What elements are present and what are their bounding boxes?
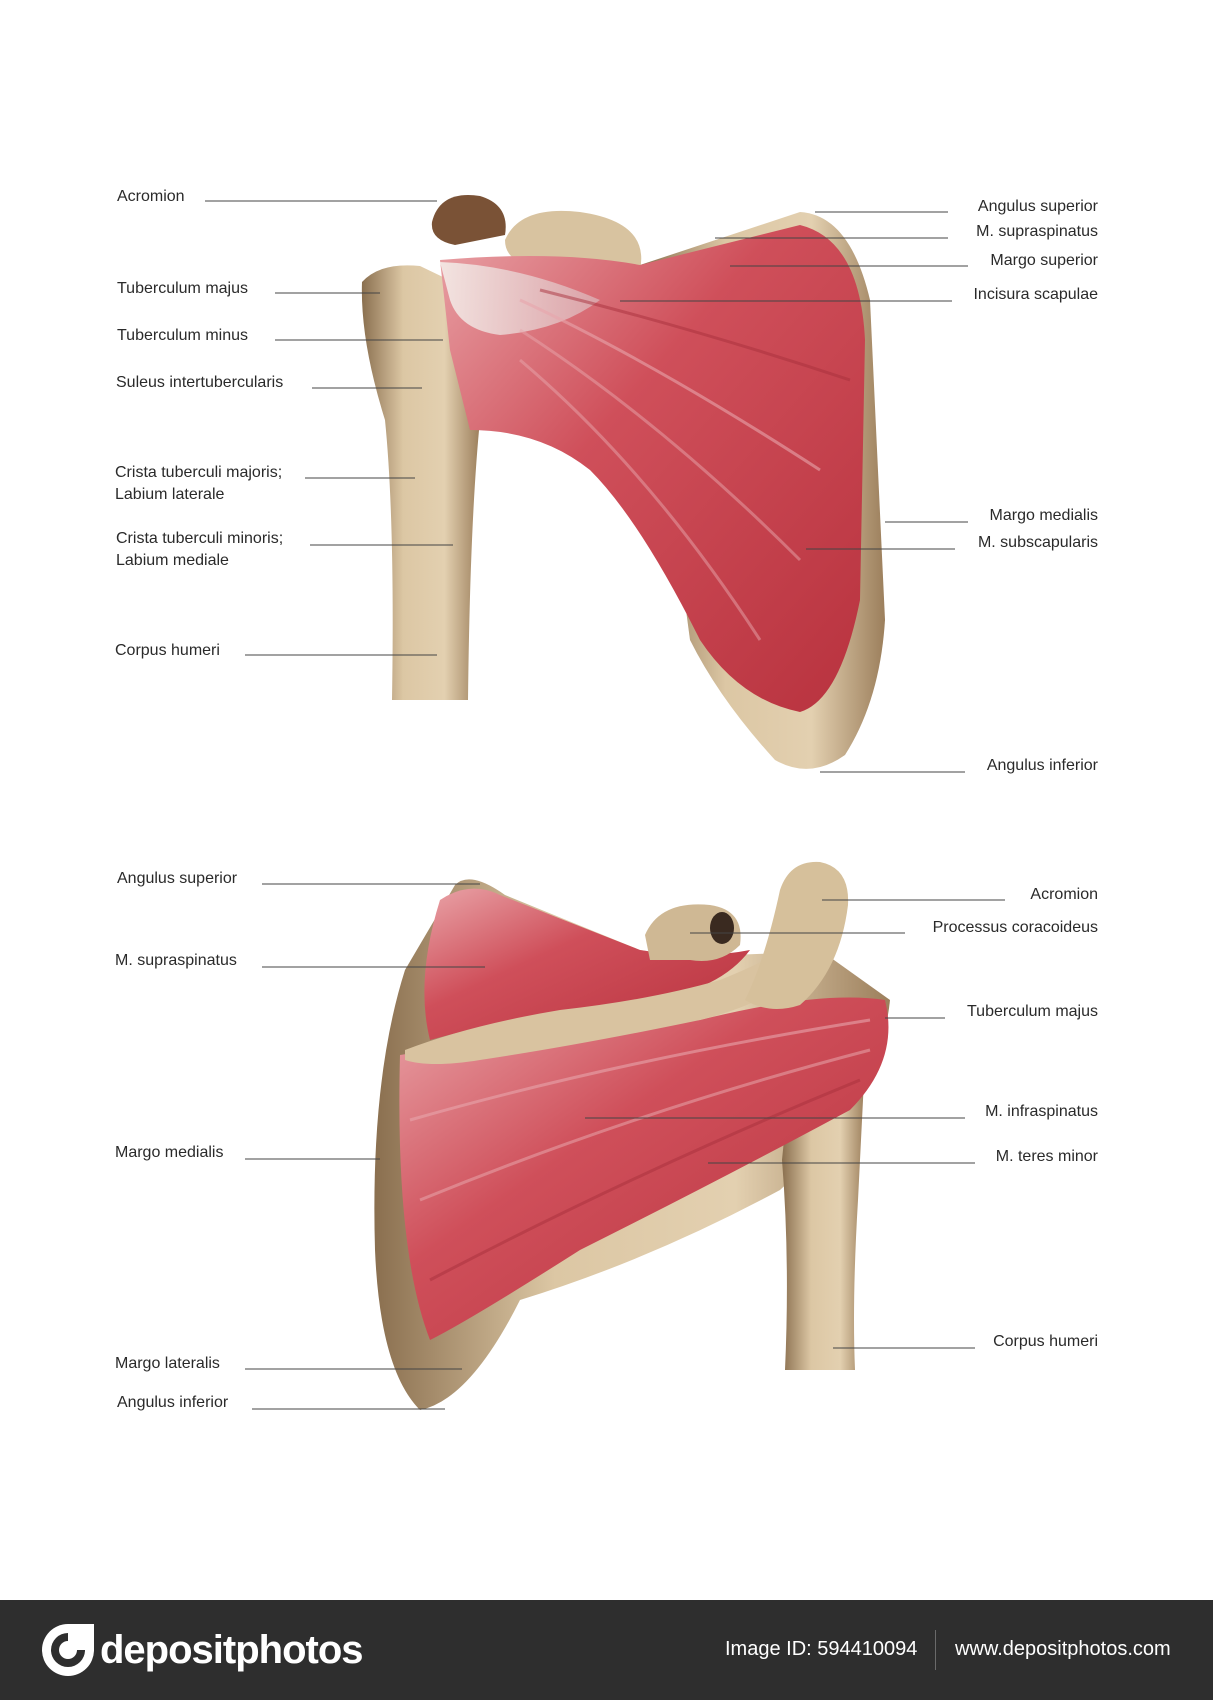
label-margo-lateralis: Margo lateralis [115, 1355, 220, 1372]
label-m-teres-minor: M. teres minor [995, 1148, 1098, 1165]
depositphotos-logo-icon [42, 1624, 94, 1676]
label-corpus-humeri-bottom: Corpus humeri [993, 1333, 1098, 1350]
scapular-spine [405, 940, 812, 1064]
label-m-supraspinatus-top: M. supraspinatus [976, 223, 1098, 240]
label-angulus-inferior-top: Angulus inferior [986, 757, 1098, 774]
label-tuberculum-majus-top: Tuberculum majus [117, 280, 249, 297]
label-margo-medialis-top: Margo medialis [989, 507, 1098, 524]
leader-lines [205, 200, 1005, 1410]
humerus-anterior [361, 265, 480, 700]
acromion-posterior [745, 861, 849, 1009]
label-tuberculum-minus: Tuberculum minus [117, 327, 249, 344]
diagram-canvas: Acromion Tuberculum majus Tuberculum min… [115, 188, 1098, 1411]
footer-bar: depositphotos Image ID: 594410094 www.de… [0, 1600, 1213, 1700]
label-crista-tuberculi-minoris: Crista tuberculi minoris; Labium mediale [116, 530, 284, 569]
label-acromion-top: Acromion [117, 188, 185, 205]
label-processus-coracoideus: Processus coracoideus [932, 919, 1098, 936]
label-m-subscapularis: M. subscapularis [977, 534, 1098, 551]
label-angulus-superior-top: Angulus superior [977, 198, 1098, 215]
anatomy-illustration [205, 195, 1005, 1410]
posterior-view [374, 861, 890, 1410]
label-angulus-superior-bottom: Angulus superior [117, 870, 238, 887]
label-tuberculum-majus-bottom: Tuberculum majus [966, 1003, 1098, 1020]
label-margo-medialis-bottom: Margo medialis [115, 1144, 224, 1161]
label-m-infraspinatus: M. infraspinatus [985, 1103, 1098, 1120]
brand-name: depositphotos [100, 1628, 364, 1672]
anterior-view [361, 195, 885, 769]
label-acromion-bottom: Acromion [1030, 886, 1098, 903]
label-angulus-inferior-bottom: Angulus inferior [117, 1394, 229, 1411]
label-suleus-intertubercularis: Suleus intertubercularis [116, 374, 284, 391]
label-incisura-scapulae: Incisura scapulae [973, 286, 1098, 303]
infraspinatus-muscle [399, 997, 889, 1340]
label-margo-superior: Margo superior [990, 252, 1098, 269]
subscapularis-tendon [440, 262, 600, 335]
acromion-top [431, 195, 506, 245]
label-m-supraspinatus-bottom: M. supraspinatus [115, 952, 237, 969]
image-id: Image ID: 594410094 [725, 1638, 918, 1660]
supraspinatus-muscle [424, 888, 750, 1040]
label-crista-tuberculi-majoris: Crista tuberculi majoris; Labium lateral… [115, 464, 283, 503]
site-url[interactable]: www.depositphotos.com [955, 1638, 1171, 1660]
footer-divider [935, 1630, 936, 1670]
humerus-posterior [782, 1060, 865, 1370]
label-corpus-humeri-top: Corpus humeri [115, 642, 220, 659]
